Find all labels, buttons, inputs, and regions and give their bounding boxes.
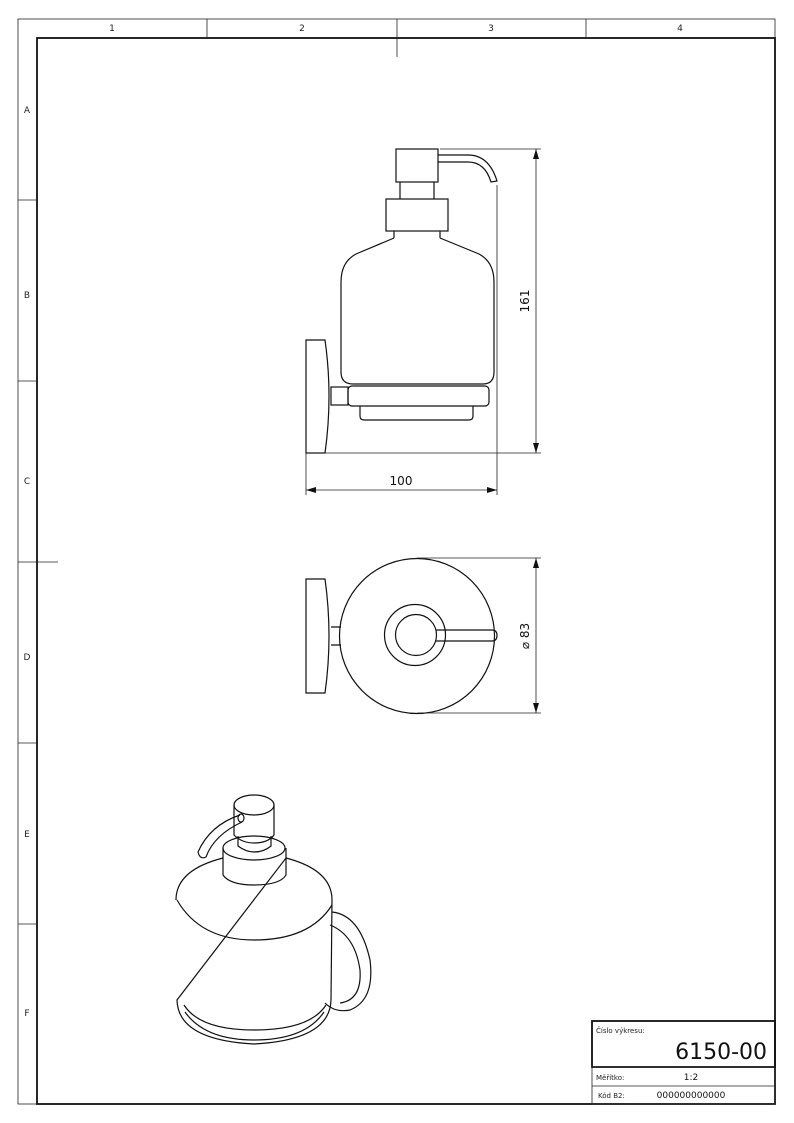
- width-dimension: 100: [305, 185, 498, 495]
- sheet-frame: [17, 18, 776, 1105]
- drawing-number: 6150-00: [675, 1040, 767, 1065]
- isometric-view: [175, 794, 372, 1045]
- diameter-dimension: ⌀ 83: [417, 557, 541, 714]
- collar-ring: [383, 603, 447, 667]
- holder-ring: [324, 911, 372, 1012]
- iso-pump-head: [233, 805, 275, 844]
- row-label: B: [24, 291, 30, 301]
- row-labels: A B C D E F: [24, 106, 31, 1019]
- diameter-value: ⌀ 83: [518, 623, 532, 649]
- row-label: D: [24, 653, 31, 663]
- spout: [438, 154, 498, 183]
- glass-bottle: [340, 237, 495, 385]
- column-label: 2: [299, 24, 305, 34]
- bottle-outline: [338, 557, 496, 715]
- top-view: ⌀ 83: [305, 557, 541, 715]
- row-label: F: [24, 1009, 29, 1019]
- iso-collar: [222, 848, 287, 886]
- row-label: E: [24, 830, 30, 840]
- wall-plate-top: [305, 578, 330, 694]
- bottle-body: [175, 857, 333, 1045]
- spout-top: [436, 629, 498, 642]
- pump-head-top: [394, 613, 438, 657]
- row-label: C: [24, 477, 30, 487]
- collar: [385, 198, 449, 232]
- column-label: 1: [109, 24, 115, 34]
- scale-label: Měřítko:: [596, 1074, 624, 1082]
- code-value: 000000000000: [657, 1091, 726, 1101]
- scale-value: 1:2: [684, 1073, 698, 1083]
- iso-spout: [197, 814, 243, 859]
- row-label: A: [24, 106, 31, 116]
- side-view: 161 100: [305, 148, 541, 495]
- wall-plate: [305, 339, 330, 454]
- width-value: 100: [390, 474, 413, 488]
- column-label: 3: [488, 24, 494, 34]
- title-block: Číslo výkresu: 6150-00 Měřítko: 1:2 Kód …: [591, 1020, 776, 1105]
- pump-head: [395, 148, 439, 183]
- height-value: 161: [518, 290, 532, 313]
- height-dimension: 161: [306, 148, 541, 454]
- code-label: Kód B2:: [598, 1092, 625, 1100]
- holder-arm: [330, 386, 349, 406]
- holder-tray: [347, 385, 490, 407]
- column-labels: 1 2 3 4: [109, 24, 683, 34]
- column-label: 4: [677, 24, 683, 34]
- drawing-number-label: Číslo výkresu:: [596, 1026, 645, 1035]
